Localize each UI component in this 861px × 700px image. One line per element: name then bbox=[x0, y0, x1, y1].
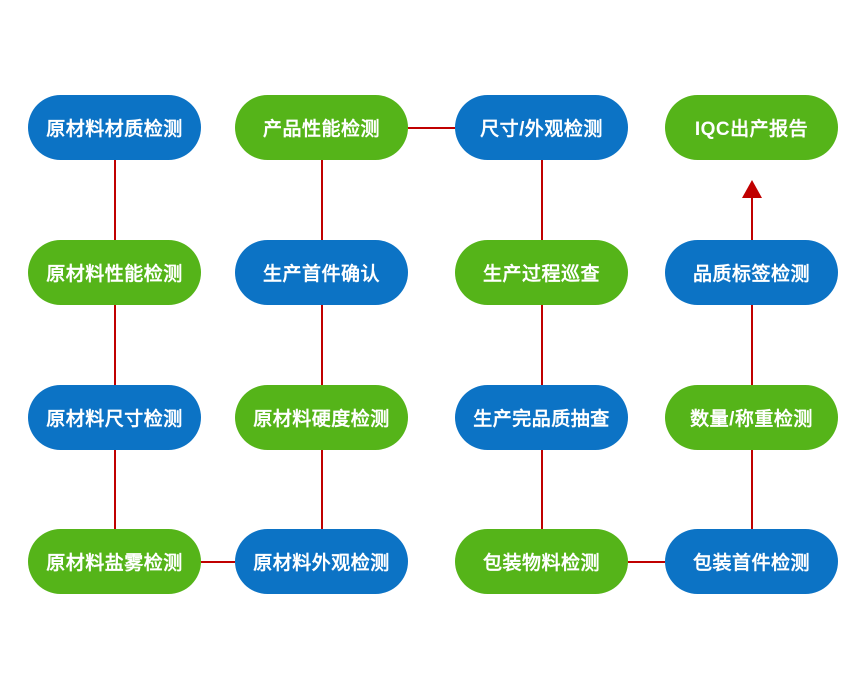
flow-node-c4r3: 数量/称重检测 bbox=[665, 385, 838, 450]
flow-connector-c2r3-c2r2 bbox=[320, 305, 323, 385]
flow-node-c2r3: 原材料硬度检测 bbox=[235, 385, 408, 450]
flow-connector-c1r1-c1r2 bbox=[113, 160, 116, 240]
flow-node-c3r1: 尺寸/外观检测 bbox=[455, 95, 628, 160]
flow-node-c4r4: 包装首件检测 bbox=[665, 529, 838, 594]
flow-node-c2r4: 原材料外观检测 bbox=[235, 529, 408, 594]
flow-connector-c3r4-c4r4 bbox=[628, 560, 665, 563]
flow-connector-c3r2-c3r3 bbox=[540, 305, 543, 385]
flow-node-label: 原材料材质检测 bbox=[46, 119, 183, 140]
flow-connector-c2r1-c3r1 bbox=[408, 126, 455, 129]
flow-node-label: 尺寸/外观检测 bbox=[480, 119, 603, 140]
flow-connector-c1r2-c1r3 bbox=[113, 305, 116, 385]
flow-connector-c4r2-c4r1 bbox=[750, 198, 753, 240]
flow-node-label: 包装首件检测 bbox=[692, 553, 810, 574]
flow-node-label: 包装物料检测 bbox=[482, 553, 600, 574]
flow-connector-c1r4-c2r4 bbox=[201, 560, 235, 563]
flow-node-c1r3: 原材料尺寸检测 bbox=[28, 385, 201, 450]
flow-node-c1r2: 原材料性能检测 bbox=[28, 240, 201, 305]
flow-node-label: 原材料性能检测 bbox=[46, 264, 183, 285]
flow-connector-c4r4-c4r3 bbox=[750, 450, 753, 529]
flow-connector-c1r3-c1r4 bbox=[113, 450, 116, 529]
flow-node-c3r2: 生产过程巡查 bbox=[455, 240, 628, 305]
flow-node-label: 原材料外观检测 bbox=[253, 553, 390, 574]
flow-node-c2r1: 产品性能检测 bbox=[235, 95, 408, 160]
arrow-up-icon bbox=[741, 180, 762, 198]
flow-connector-c4r3-c4r2 bbox=[750, 305, 753, 385]
flow-node-label: 数量/称重检测 bbox=[690, 409, 813, 430]
flow-node-label: 生产完品质抽查 bbox=[473, 409, 610, 430]
flow-node-c4r2: 品质标签检测 bbox=[665, 240, 838, 305]
flow-node-c2r2: 生产首件确认 bbox=[235, 240, 408, 305]
flow-node-label: 原材料盐雾检测 bbox=[46, 553, 183, 574]
flow-node-label: 生产首件确认 bbox=[262, 264, 380, 285]
flow-connector-c2r4-c2r3 bbox=[320, 450, 323, 529]
flow-connector-c3r3-c3r4 bbox=[540, 450, 543, 529]
flow-node-label: 原材料尺寸检测 bbox=[46, 409, 183, 430]
flow-node-c1r1: 原材料材质检测 bbox=[28, 95, 201, 160]
flow-node-label: IQC出产报告 bbox=[694, 119, 809, 140]
flow-node-label: 生产过程巡查 bbox=[482, 264, 600, 285]
flow-node-c4r1: IQC出产报告 bbox=[665, 95, 838, 160]
flow-connector-c2r2-c2r1 bbox=[320, 160, 323, 240]
flow-node-label: 产品性能检测 bbox=[262, 119, 380, 140]
flow-node-label: 原材料硬度检测 bbox=[253, 409, 390, 430]
flow-node-c3r3: 生产完品质抽查 bbox=[455, 385, 628, 450]
flow-node-label: 品质标签检测 bbox=[692, 264, 810, 285]
flow-connector-c3r1-c3r2 bbox=[540, 160, 543, 240]
flow-node-c3r4: 包装物料检测 bbox=[455, 529, 628, 594]
flow-node-c1r4: 原材料盐雾检测 bbox=[28, 529, 201, 594]
